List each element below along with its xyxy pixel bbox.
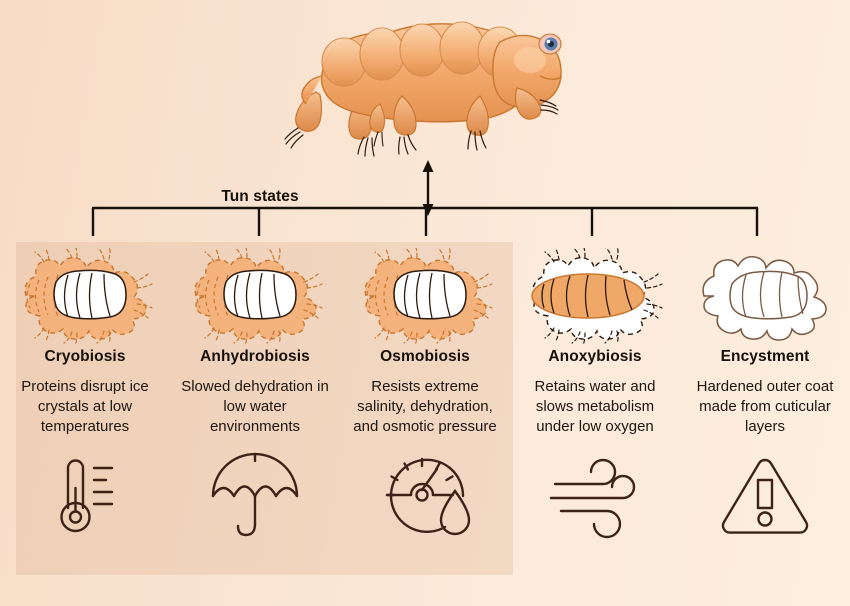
- state-description: Hardened outer coat made from cuticular …: [696, 378, 834, 435]
- state-column-cryobiosis[interactable]: Cryobiosis Proteins disrupt ice crystals…: [0, 242, 170, 582]
- tun-figure-encystment: [688, 246, 843, 346]
- umbrella-icon: [207, 451, 303, 546]
- state-title: Anhydrobiosis: [200, 348, 310, 365]
- state-title: Osmobiosis: [380, 348, 470, 365]
- pressure-gauge-droplet-icon: [375, 451, 475, 546]
- state-description: Slowed dehydration in low water environm…: [181, 378, 329, 435]
- thermometer-icon: [42, 451, 128, 546]
- warning-triangle-icon: [717, 451, 813, 546]
- state-description: Proteins disrupt ice crystals at low tem…: [21, 378, 149, 435]
- state-title: Anoxybiosis: [548, 348, 642, 365]
- tun-states-label: Tun states: [221, 188, 299, 205]
- five-way-bracket: [80, 205, 780, 239]
- state-column-anhydrobiosis[interactable]: Anhydrobiosis Slowed dehydration in low …: [170, 242, 340, 582]
- tun-figure-anoxybiosis: [518, 246, 673, 346]
- tun-figure-cryobiosis: [8, 246, 163, 346]
- state-title: Encystment: [720, 348, 810, 365]
- wind-icon: [547, 451, 643, 546]
- tardigrade-illustration: [282, 4, 572, 164]
- state-title: Cryobiosis: [44, 348, 126, 365]
- state-column-encystment[interactable]: Encystment Hardened outer coat made from…: [680, 242, 850, 582]
- tun-figure-anhydrobiosis: [178, 246, 333, 346]
- state-description: Retains water and slows metabolism under…: [534, 378, 656, 435]
- state-description: Resists extreme salinity, dehydration, a…: [353, 378, 497, 435]
- state-columns: Cryobiosis Proteins disrupt ice crystals…: [0, 242, 850, 582]
- state-column-osmobiosis[interactable]: Osmobiosis Resists extreme salinity, deh…: [340, 242, 510, 582]
- tun-figure-osmobiosis: [348, 246, 503, 346]
- state-column-anoxybiosis[interactable]: Anoxybiosis Retains water and slows meta…: [510, 242, 680, 582]
